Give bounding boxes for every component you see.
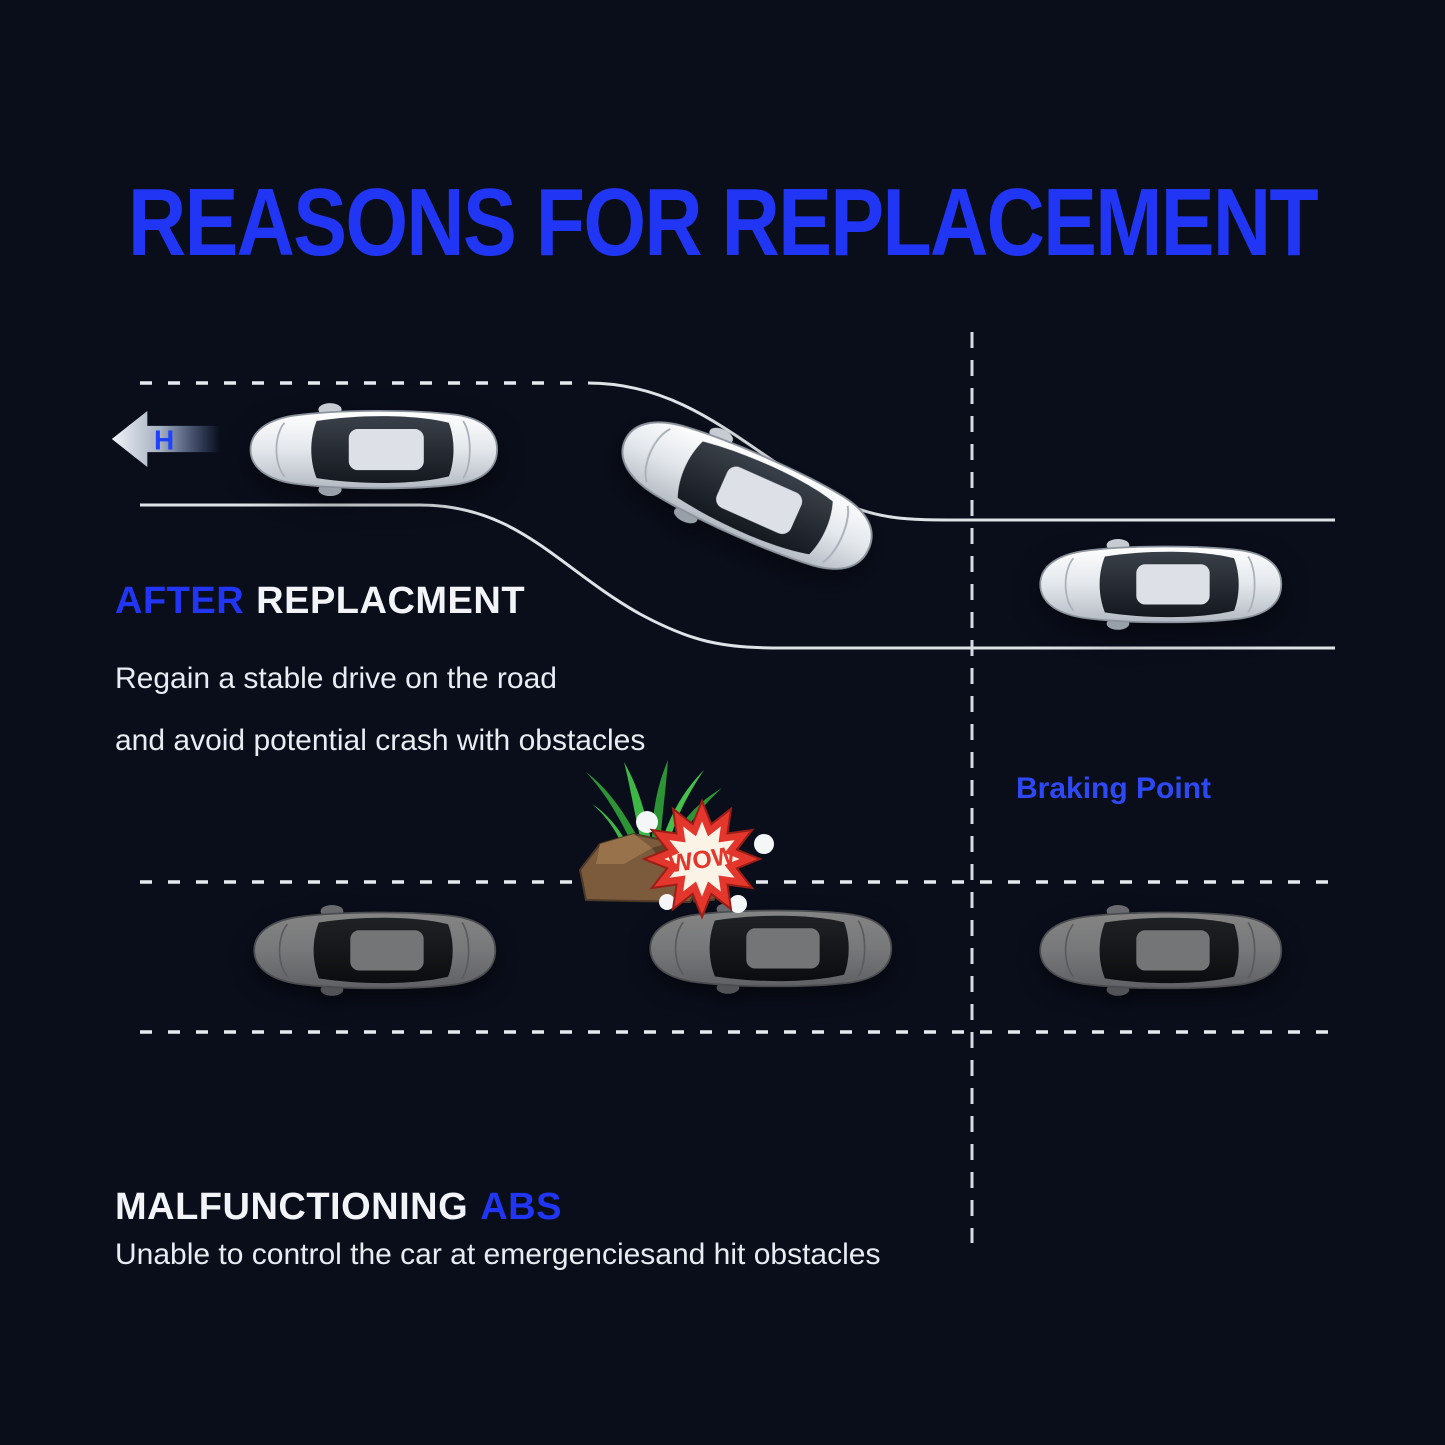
burst-inner-star	[660, 817, 744, 901]
after-heading-accent: AFTER	[115, 580, 245, 622]
top-lane-lower-solid-line	[140, 503, 1335, 650]
malfunction-heading-accent: ABS	[480, 1186, 562, 1228]
after-replacement-heading: AFTER REPLACMENT	[115, 580, 525, 623]
braking-point-label: Braking Point	[1016, 772, 1212, 805]
obstacle-rock-grass-wow-icon: WOW	[578, 760, 774, 920]
wow-burst-icon: WOW	[636, 798, 774, 920]
malfunction-heading-rest: MALFUNCTIONING	[115, 1186, 469, 1228]
left-direction-arrow-icon: H	[111, 411, 221, 467]
malfunctioning-abs-heading: MALFUNCTIONING ABS	[115, 1186, 562, 1229]
after-desc-line1: Regain a stable drive on the road	[115, 662, 557, 695]
white-car-braking-point-icon	[1028, 532, 1290, 637]
gray-car-right-icon	[1028, 898, 1290, 1003]
after-heading-rest: REPLACMENT	[256, 580, 526, 622]
arrow-letter: H	[154, 424, 174, 455]
gray-car-left-icon	[242, 898, 504, 1003]
malfunction-desc-line1: Unable to control the car at emergencies…	[115, 1238, 881, 1271]
page-title: REASONS FOR REPLACEMENT	[128, 169, 1319, 276]
white-car-upper-lane-icon	[238, 396, 506, 503]
after-desc-line2: and avoid potential crash with obstacles	[115, 724, 646, 757]
